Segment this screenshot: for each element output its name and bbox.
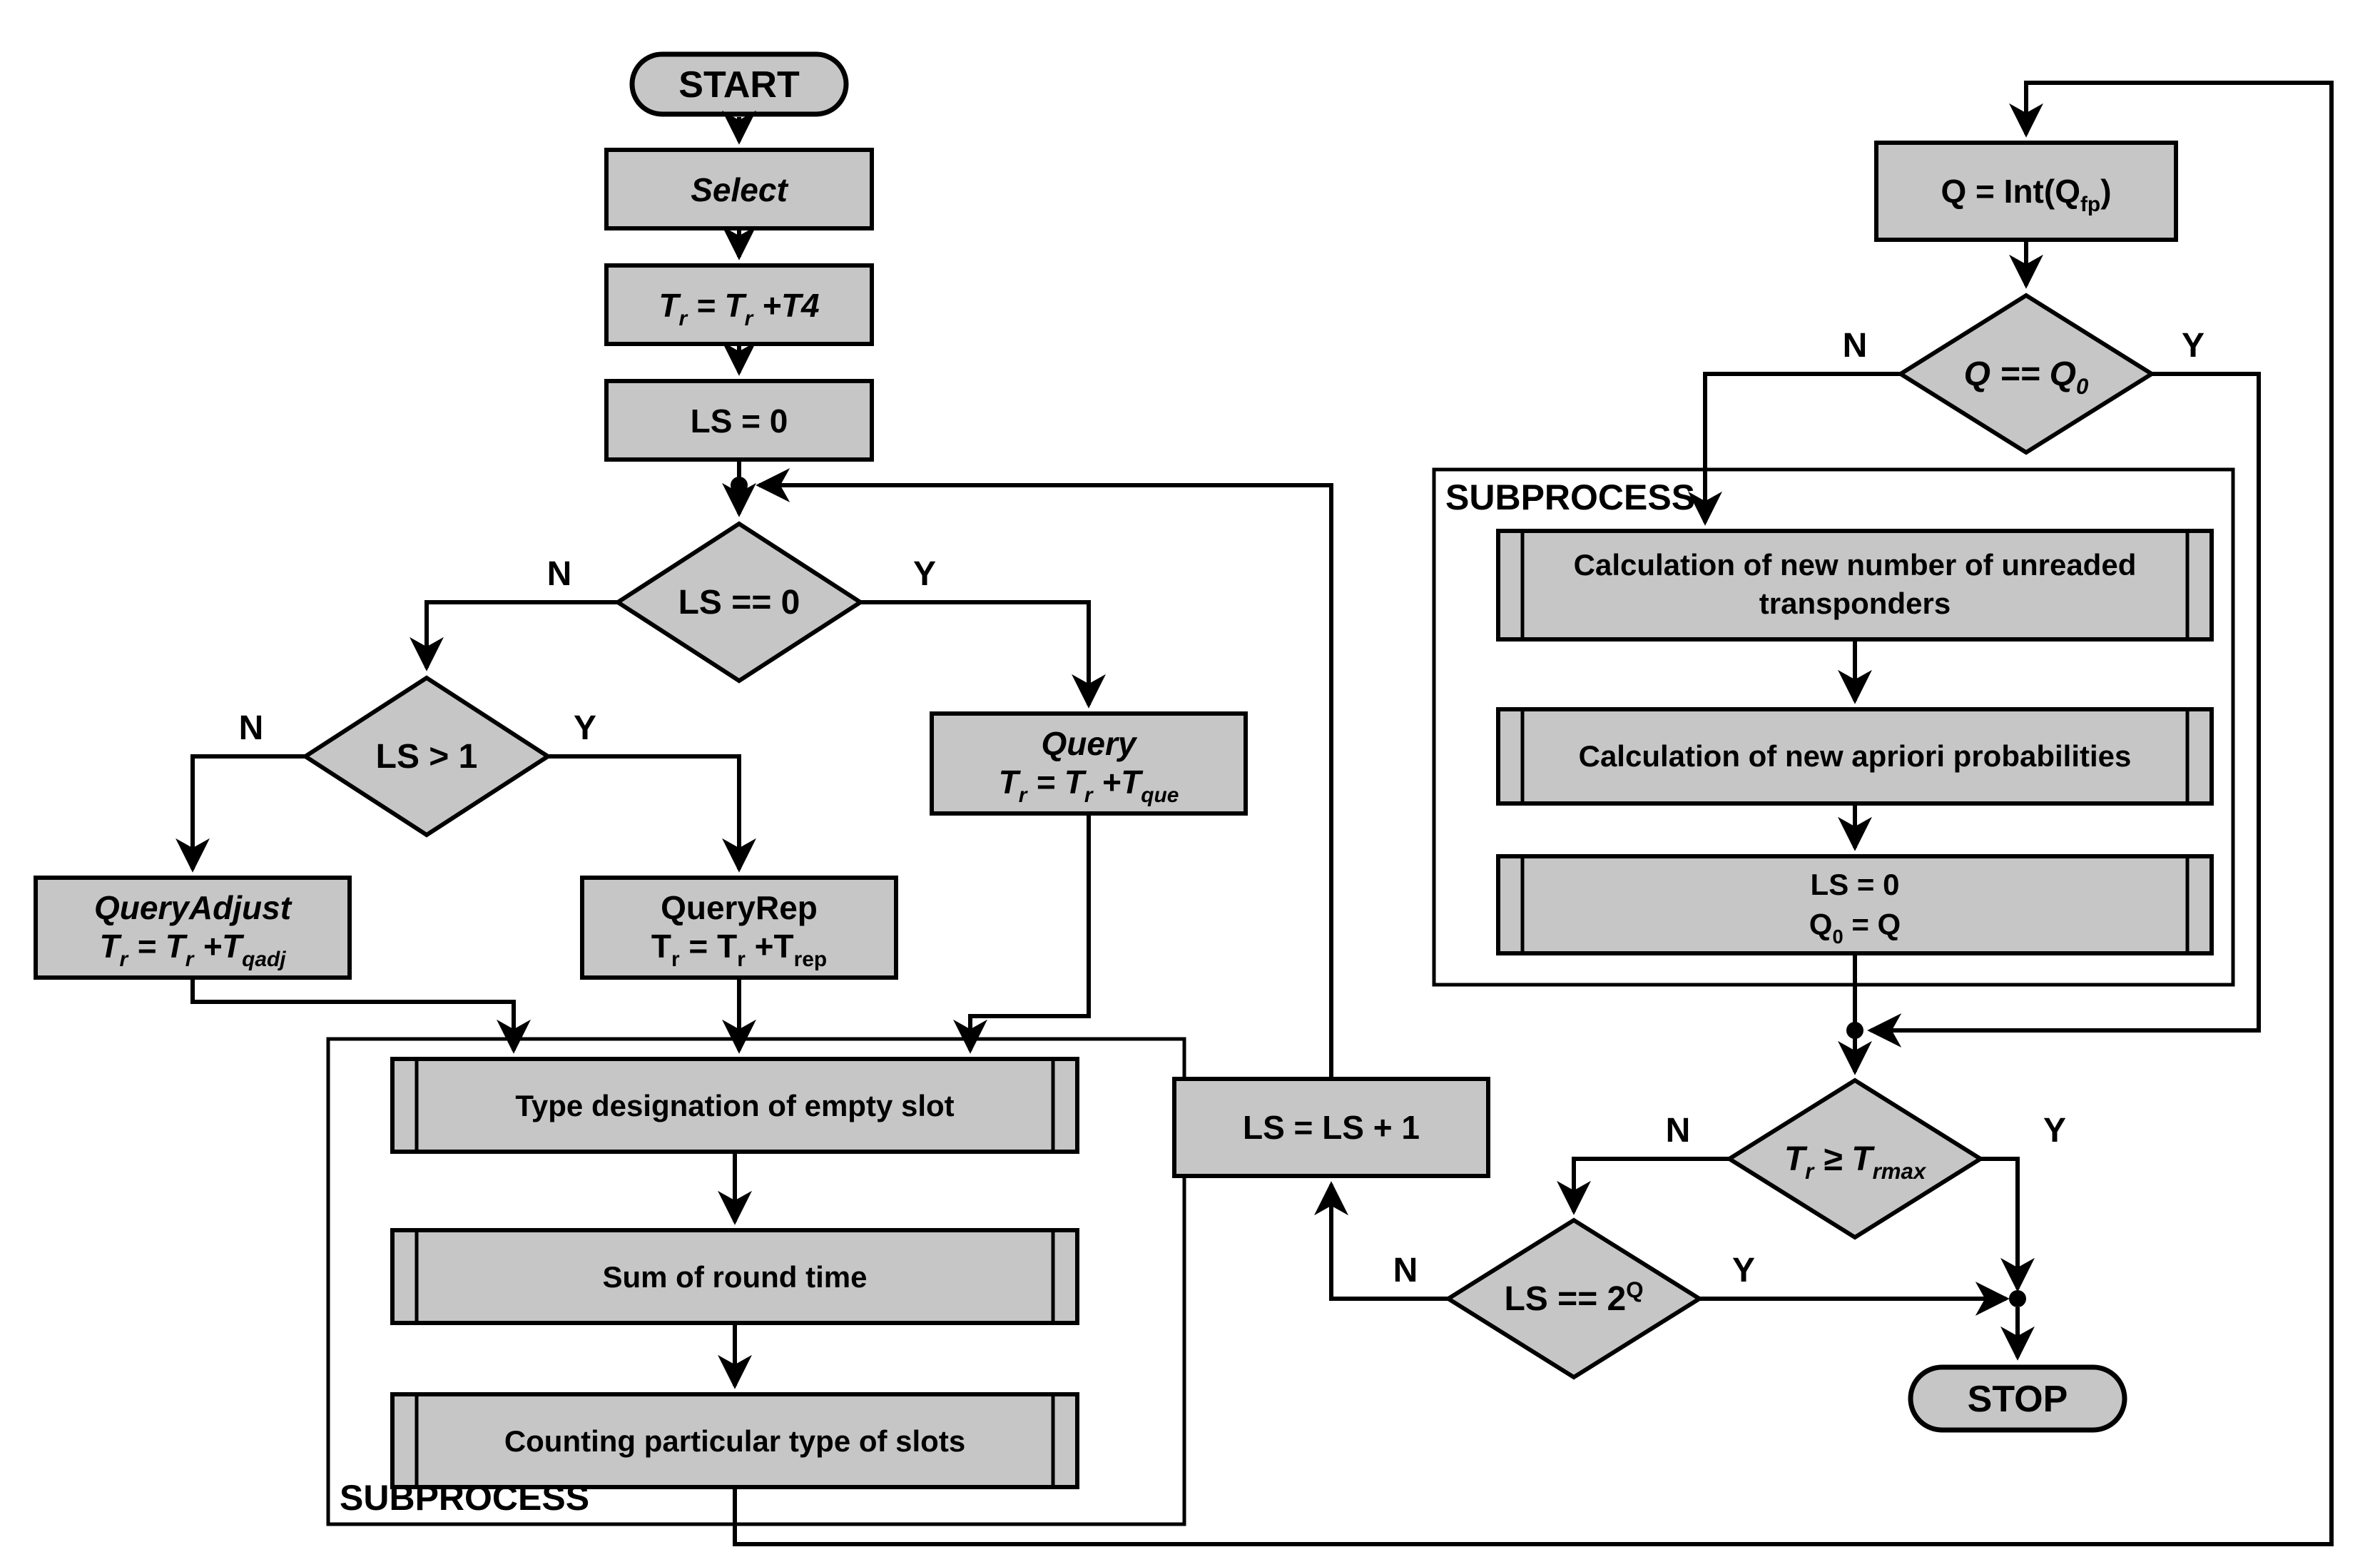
edge-lsplus1-feedback (756, 468, 1333, 1079)
edge-lseq0-yes (860, 600, 1106, 709)
queryrep-box (580, 876, 898, 980)
edge-lsgt1-yes (548, 754, 756, 873)
q-int-box (1874, 141, 2178, 242)
decision-ls-gt1 (301, 675, 552, 838)
edge-qeqq0-yes (1867, 372, 2261, 1048)
subprocess-box-type-designation (390, 1057, 1079, 1154)
label-yes-ls-gt1: Y (574, 709, 596, 747)
subprocess-box-ls0-q0-line1: LS = 0 (1811, 868, 1900, 901)
label-no-ls-eq0: N (547, 555, 572, 593)
subprocess-box-new-unreaded-line1: Calculation of new number of unreaded (1574, 548, 2137, 582)
edge-trmax-yes (1980, 1157, 2035, 1292)
junction-dot-stop (2009, 1290, 2026, 1307)
query-formula: Tr = Tr +Tque (999, 764, 1179, 807)
edge-ls2q-no (1314, 1181, 1448, 1301)
edge-lsgt1-no (176, 754, 305, 873)
q-int-label: Q = Int(Qfp) (1941, 173, 2111, 216)
subprocess-box-ls0-q0 (1496, 854, 2214, 955)
edge-trmax-no (1557, 1157, 1729, 1215)
subprocess-box-ls0-q0-line2: Q0 = Q (1809, 908, 1901, 948)
edge-bottom-feedback-to-qint (733, 81, 2334, 1546)
subprocess-box-new-unreaded (1496, 529, 2214, 641)
stop-node (1908, 1364, 2127, 1433)
subprocess-box-sum-round-time (390, 1228, 1079, 1325)
edge-lseq0-no (410, 600, 618, 671)
select-label: Select (691, 171, 788, 208)
subprocess-right-label: SUBPROCESS (1445, 477, 1695, 517)
ls-increment-box (1172, 1077, 1490, 1178)
label-no-ls-gt1: N (239, 709, 264, 747)
queryrep-title: QueryRep (661, 889, 818, 926)
edge-queryadjust-subprocess (190, 978, 531, 1054)
decision-tr-max-label: Tr ≥ Trmax (1784, 1140, 1927, 1184)
label-yes-q-eq-q0: Y (2182, 327, 2204, 365)
label-no-ls-2q: N (1393, 1252, 1418, 1289)
junction-dot-right (1846, 1022, 1863, 1039)
decision-ls-eq0 (614, 521, 865, 684)
subprocess-box-sum-round-time-label: Sum of round time (603, 1260, 868, 1294)
label-yes-ls-eq0: Y (913, 555, 936, 593)
label-yes-tr-max: Y (2043, 1112, 2066, 1150)
decision-ls-2q-label: LS == 2Q (1504, 1277, 1643, 1318)
queryadjust-box (34, 876, 352, 980)
decision-ls-2q (1444, 1217, 1704, 1380)
subprocess-box-apriori-label: Calculation of new apriori probabilities (1579, 739, 2132, 773)
edge-query-subprocess (953, 813, 1091, 1054)
label-yes-ls-2q: Y (1732, 1252, 1755, 1289)
junction-dot-top (731, 477, 748, 494)
select-box (604, 148, 874, 230)
edge-qeqq0-no (1688, 372, 1901, 526)
start-label: START (678, 64, 800, 106)
tr-t4-label: Tr = Tr +T4 (658, 287, 819, 330)
subprocess-container-right (1432, 467, 2235, 987)
decision-tr-max (1725, 1077, 1985, 1240)
decision-q-eq-q0-label: Q == Q0 (1964, 355, 2089, 399)
queryrep-formula: Tr = Tr +Trep (651, 928, 827, 971)
subprocess-box-counting-slots (390, 1392, 1079, 1489)
queryadjust-formula: Tr = Tr +Tqadj (99, 928, 286, 971)
ls-zero-box (604, 379, 874, 462)
subprocess-container-left (326, 1037, 1186, 1526)
ls-increment-label: LS = LS + 1 (1243, 1109, 1420, 1146)
subprocess-box-type-designation-label: Type designation of empty slot (515, 1089, 954, 1122)
ls-zero-label: LS = 0 (691, 402, 788, 440)
subprocess-box-new-unreaded-line2: transponders (1759, 587, 1951, 620)
subprocess-box-counting-slots-label: Counting particular type of slots (504, 1424, 965, 1458)
decision-ls-gt1-label: LS > 1 (376, 738, 478, 776)
subprocess-box-apriori (1496, 707, 2214, 806)
label-no-q-eq-q0: N (1843, 327, 1868, 365)
label-no-tr-max: N (1666, 1112, 1691, 1150)
queryadjust-title: QueryAdjust (94, 889, 293, 926)
decision-q-eq-q0 (1896, 293, 2156, 455)
query-box (930, 711, 1248, 816)
stop-label: STOP (1968, 1379, 2068, 1420)
query-title: Query (1042, 725, 1138, 762)
decision-ls-eq0-label: LS == 0 (678, 584, 800, 622)
